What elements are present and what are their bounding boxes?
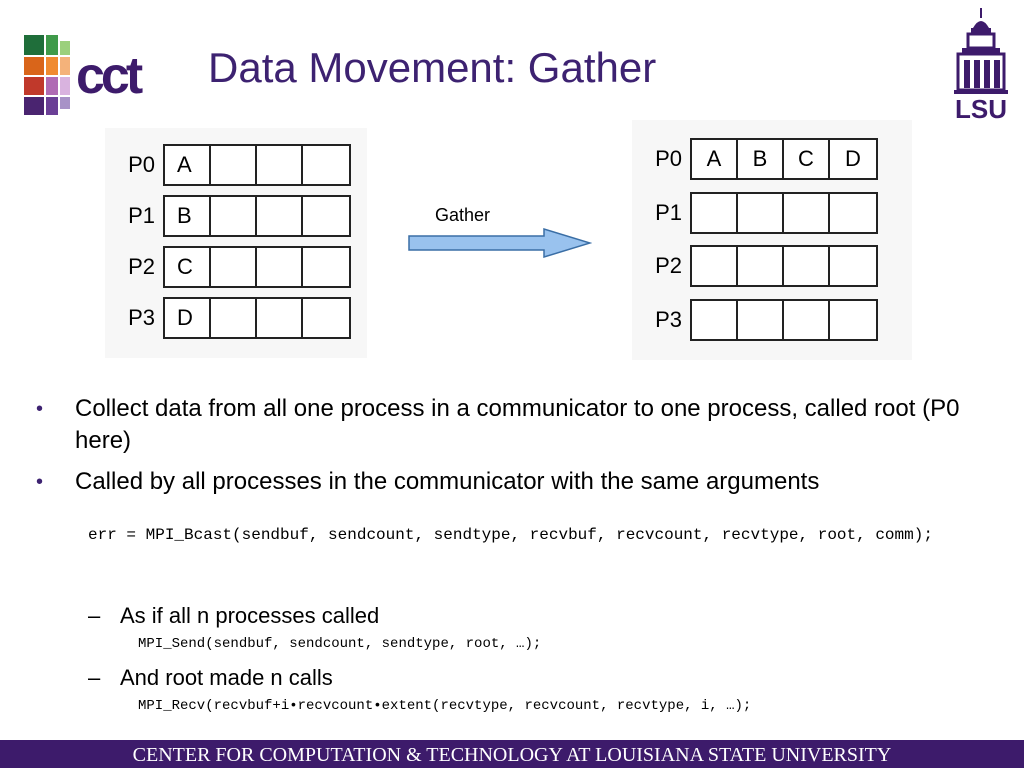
bullet-text: Called by all processes in the communica… <box>75 468 820 495</box>
buffer-cell: C <box>784 140 830 178</box>
buffer: A <box>163 144 351 186</box>
cct-logo-wordmark: cct <box>76 47 143 105</box>
sub-bullet-text: And root made n calls <box>120 665 333 690</box>
bullet-marker: • <box>36 398 44 420</box>
buffer-cell: B <box>738 140 784 178</box>
buffer-cell: A <box>692 140 738 178</box>
buffer-cell <box>738 301 784 339</box>
lsu-wordmark: LSU <box>955 94 1007 122</box>
process-label: P0 <box>128 152 155 177</box>
buffer-cell: C <box>165 248 211 286</box>
buffer-cell <box>303 146 349 184</box>
process-row-p1: P1 B <box>105 195 351 237</box>
process-label: P0 <box>655 146 682 171</box>
buffer-cell <box>257 248 303 286</box>
buffer <box>690 299 878 341</box>
bullet-item: • Called by all processes in the communi… <box>36 466 996 498</box>
process-label: P1 <box>128 203 155 228</box>
process-row-p0: P0 A <box>105 144 351 186</box>
buffer-cell <box>738 194 784 232</box>
buffer-cell <box>211 299 257 337</box>
sub-bullet-text: As if all n processes called <box>120 603 380 628</box>
buffer <box>690 245 878 287</box>
process-row-p1: P1 <box>632 192 878 234</box>
buffer-cell <box>830 247 876 285</box>
cct-logo-mosaic <box>24 35 70 115</box>
buffer-cell <box>692 301 738 339</box>
buffer-cell <box>784 301 830 339</box>
gather-after-diagram: P0 A B C D P1 P2 P3 <box>632 120 912 360</box>
process-label: P2 <box>128 254 155 279</box>
process-label: P3 <box>128 305 155 330</box>
buffer-cell <box>303 248 349 286</box>
process-row-p0: P0 A B C D <box>632 138 878 180</box>
process-label: P3 <box>655 307 682 332</box>
buffer-cell <box>211 248 257 286</box>
buffer-cell <box>692 194 738 232</box>
buffer-cell <box>738 247 784 285</box>
buffer-cell <box>257 197 303 235</box>
buffer: C <box>163 246 351 288</box>
buffer-cell: A <box>165 146 211 184</box>
buffer-cell <box>211 146 257 184</box>
bullet-marker: • <box>36 471 44 493</box>
buffer-cell <box>830 194 876 232</box>
process-row-p3: P3 <box>632 299 878 341</box>
bullet-item: • Collect data from all one process in a… <box>36 393 996 457</box>
gather-before-diagram: P0 A P1 B P2 C P3 D <box>105 128 367 358</box>
buffer: D <box>163 297 351 339</box>
right-arrow-icon <box>408 228 592 258</box>
buffer-cell: B <box>165 197 211 235</box>
bullet-list: • Collect data from all one process in a… <box>36 393 996 507</box>
buffer-cell <box>303 299 349 337</box>
process-label: P1 <box>655 200 682 225</box>
footer-banner: CENTER FOR COMPUTATION & TECHNOLOGY AT L… <box>0 740 1024 768</box>
buffer: A B C D <box>690 138 878 180</box>
slide-title: Data Movement: Gather <box>208 44 657 91</box>
buffer-cell <box>784 247 830 285</box>
sub-bullet-marker: – <box>88 603 101 628</box>
buffer-cell <box>784 194 830 232</box>
cct-logo: cct <box>24 35 147 115</box>
code-bcast-call: err = MPI_Bcast(sendbuf, sendcount, send… <box>88 526 933 544</box>
sub-bullet-marker: – <box>88 665 101 690</box>
bullet-text: Collect data from all one process in a c… <box>75 395 960 454</box>
lsu-logo: LSU <box>954 8 1008 122</box>
sub-bullet: –And root made n calls <box>88 665 333 691</box>
buffer-cell: D <box>845 146 861 171</box>
buffer-cell <box>257 299 303 337</box>
buffer-cell <box>303 197 349 235</box>
process-label: P2 <box>655 253 682 278</box>
process-row-p3: P3 D <box>105 297 351 339</box>
buffer: B <box>163 195 351 237</box>
buffer-cell <box>692 247 738 285</box>
code-send-call: MPI_Send(sendbuf, sendcount, sendtype, r… <box>138 636 542 652</box>
process-row-p2: P2 <box>632 245 878 287</box>
buffer-cell: D <box>165 299 211 337</box>
gather-arrow-label: Gather <box>435 205 491 225</box>
lsu-tower-icon <box>954 8 1008 94</box>
buffer-cell <box>257 146 303 184</box>
buffer-cell <box>211 197 257 235</box>
process-row-p2: P2 C <box>105 246 351 288</box>
buffer-cell <box>830 301 876 339</box>
sub-bullet: –As if all n processes called <box>88 603 379 629</box>
buffer <box>690 192 878 234</box>
code-recv-call: MPI_Recv(recvbuf+i•recvcount•extent(recv… <box>138 698 752 714</box>
